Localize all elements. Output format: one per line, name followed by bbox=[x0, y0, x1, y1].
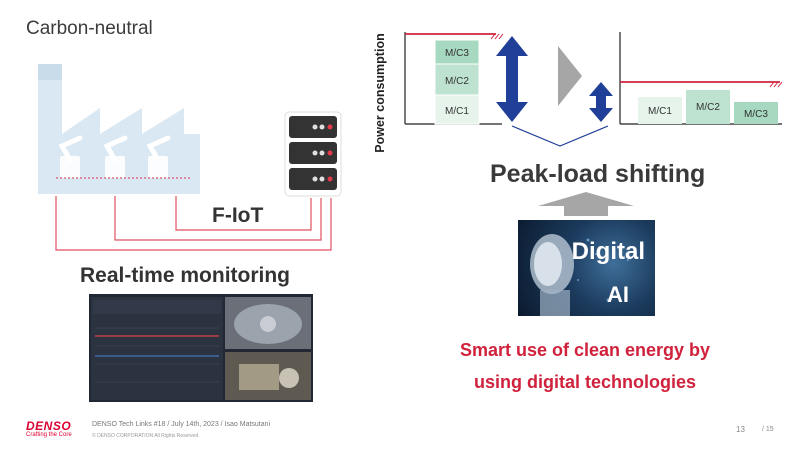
after-mc3-label: M/C3 bbox=[744, 109, 768, 120]
footer-copyright: © DENSO CORPORATION All Rights Reserved. bbox=[92, 433, 200, 439]
transition-triangle-icon bbox=[558, 46, 582, 106]
before-mc3-block bbox=[434, 39, 480, 65]
after-mc2-bar bbox=[686, 90, 730, 124]
before-mc2-block bbox=[434, 63, 480, 96]
after-mc2-label: M/C2 bbox=[696, 102, 720, 113]
ai-digital-text: Digital bbox=[571, 238, 645, 265]
smart-energy-text-line2: using digital technologies bbox=[473, 372, 696, 392]
factory-icon bbox=[38, 64, 200, 194]
after-mc1-bar bbox=[638, 97, 682, 124]
large-double-arrow bbox=[496, 36, 528, 122]
power-consumption-axis-label: Power consumption bbox=[373, 33, 387, 153]
denso-logo: DENSO bbox=[26, 419, 72, 433]
peak-connector-line bbox=[511, 125, 609, 147]
page-total: / 15 bbox=[762, 426, 774, 433]
denso-tagline: Crafting the Core bbox=[26, 432, 72, 438]
after-peak-hatch bbox=[769, 81, 783, 88]
after-mc3-bar bbox=[734, 102, 778, 124]
monitoring-screenshot bbox=[89, 294, 313, 402]
before-mc1-label: M/C1 bbox=[445, 106, 469, 117]
fiot-label: F-IoT bbox=[212, 204, 264, 227]
smart-energy-text-line1: Smart use of clean energy by bbox=[459, 340, 711, 360]
small-double-arrow bbox=[589, 82, 613, 122]
server-icon bbox=[284, 111, 342, 197]
page-number: 13 bbox=[736, 425, 745, 434]
slide-title: Carbon-neutral bbox=[26, 18, 153, 39]
up-arrow-icon bbox=[538, 192, 634, 216]
ai-head-icon bbox=[530, 234, 629, 316]
iot-connection-lines bbox=[55, 196, 332, 251]
before-mc1-block bbox=[434, 94, 480, 125]
before-mc3-label: M/C3 bbox=[445, 48, 469, 59]
after-mc1-label: M/C1 bbox=[648, 106, 672, 117]
before-mc2-label: M/C2 bbox=[445, 76, 469, 87]
ai-ai-text: AI bbox=[607, 282, 629, 307]
footer-event-info: DENSO Tech Links #18 / July 14th, 2023 /… bbox=[92, 421, 271, 428]
before-peak-hatch bbox=[490, 33, 504, 40]
peak-load-shifting-label: Peak-load shifting bbox=[490, 160, 706, 188]
realtime-monitoring-label: Real-time monitoring bbox=[80, 264, 291, 287]
digital-ai-image: Digital AI bbox=[518, 220, 655, 316]
